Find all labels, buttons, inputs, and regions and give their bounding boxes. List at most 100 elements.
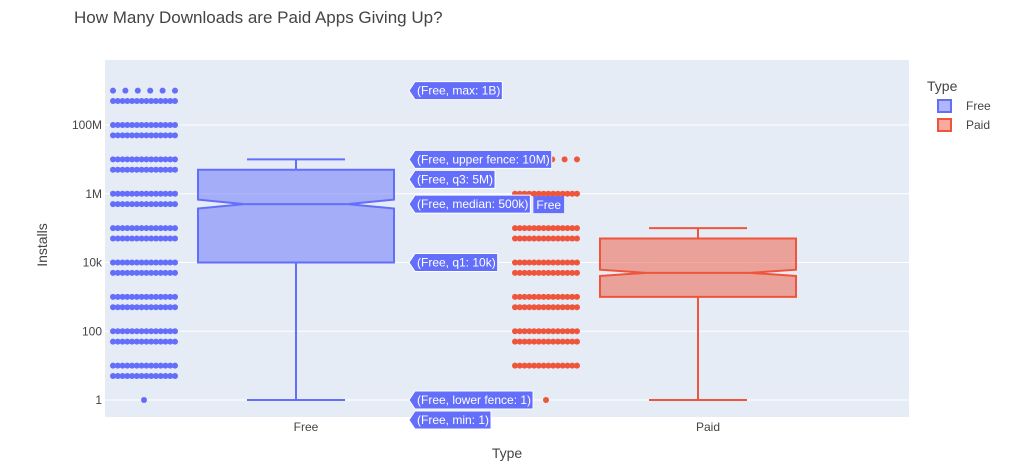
data-point	[133, 190, 140, 197]
data-point	[167, 122, 174, 128]
data-point	[167, 97, 174, 104]
data-point	[143, 201, 150, 208]
data-point	[569, 259, 576, 266]
data-point	[554, 269, 561, 276]
data-point	[540, 225, 547, 232]
hover-label-bg	[408, 390, 534, 410]
data-point	[167, 372, 174, 379]
data-point	[138, 362, 145, 369]
y-axis-title: Installs	[34, 223, 50, 267]
data-point	[133, 328, 140, 335]
legend-label: Paid	[966, 118, 990, 132]
hover-label-bg	[408, 194, 531, 214]
hover-label-bg	[408, 253, 499, 272]
hover-label-text: (Free, upper fence: 10M)	[417, 152, 550, 166]
box-trace-paid[interactable]	[512, 156, 797, 403]
data-point	[148, 304, 155, 311]
data-point	[162, 304, 169, 311]
data-point	[531, 269, 538, 276]
data-point	[569, 362, 576, 369]
data-point	[574, 225, 580, 232]
data-point	[531, 293, 538, 300]
data-point	[535, 259, 542, 266]
data-point	[133, 201, 140, 208]
data-point	[114, 97, 121, 104]
data-point	[124, 97, 131, 104]
data-point	[167, 235, 174, 242]
hover-label-bg	[408, 169, 496, 189]
data-point	[148, 166, 155, 173]
data-point	[133, 293, 140, 300]
data-point	[152, 97, 159, 104]
data-point	[114, 362, 121, 369]
data-point	[531, 190, 538, 197]
data-point	[521, 293, 528, 300]
data-point	[129, 293, 136, 300]
data-point	[129, 328, 136, 335]
data-point	[152, 201, 159, 208]
data-point	[138, 132, 145, 139]
data-point	[550, 293, 557, 300]
data-point	[535, 362, 542, 369]
data-point	[554, 225, 561, 232]
legend-item-free[interactable]: Free	[937, 99, 991, 113]
data-point	[114, 293, 121, 300]
data-point	[540, 190, 547, 197]
data-point	[133, 97, 140, 104]
data-point	[162, 235, 169, 242]
hover-label-text: (Free, max: 1B)	[417, 84, 500, 98]
data-point	[167, 166, 174, 173]
data-point	[167, 362, 174, 369]
data-point	[138, 190, 145, 197]
data-point	[559, 269, 566, 276]
data-point	[119, 122, 126, 128]
data-point	[162, 362, 169, 369]
data-point	[564, 190, 571, 197]
data-point	[143, 372, 150, 379]
data-point	[157, 235, 164, 242]
data-point	[172, 362, 178, 369]
data-point	[526, 362, 533, 369]
box-trace-free[interactable]	[110, 87, 395, 403]
data-point	[574, 328, 580, 335]
data-point	[148, 235, 155, 242]
data-point	[526, 293, 533, 300]
data-point	[129, 156, 136, 163]
hover-label-bg	[408, 149, 553, 169]
data-point	[559, 338, 566, 345]
data-point	[148, 132, 155, 139]
data-point	[162, 372, 169, 379]
data-point	[143, 225, 150, 232]
box-traces[interactable]	[110, 87, 797, 403]
data-point	[531, 338, 538, 345]
data-point	[172, 235, 178, 242]
box-body[interactable]	[599, 237, 797, 298]
data-point	[540, 293, 547, 300]
data-point	[550, 304, 557, 311]
data-point	[545, 259, 552, 266]
data-point	[114, 132, 121, 139]
data-point	[124, 225, 131, 232]
data-point	[133, 362, 140, 369]
data-point	[124, 338, 131, 345]
data-point	[129, 362, 136, 369]
legend-item-paid[interactable]: Paid	[937, 118, 990, 132]
data-point	[172, 87, 178, 94]
data-point	[162, 201, 169, 208]
box-body[interactable]	[197, 168, 395, 264]
data-point	[516, 362, 523, 369]
data-point	[531, 362, 538, 369]
data-point	[157, 166, 164, 173]
data-point	[167, 269, 174, 276]
data-point	[124, 166, 131, 173]
data-point	[172, 269, 178, 276]
data-point	[129, 259, 136, 266]
data-point	[550, 338, 557, 345]
data-point	[545, 225, 552, 232]
data-point	[133, 372, 140, 379]
data-point	[110, 338, 116, 345]
data-point	[521, 225, 528, 232]
hover-label-text: (Free, lower fence: 1)	[417, 393, 531, 407]
data-point	[119, 166, 126, 173]
